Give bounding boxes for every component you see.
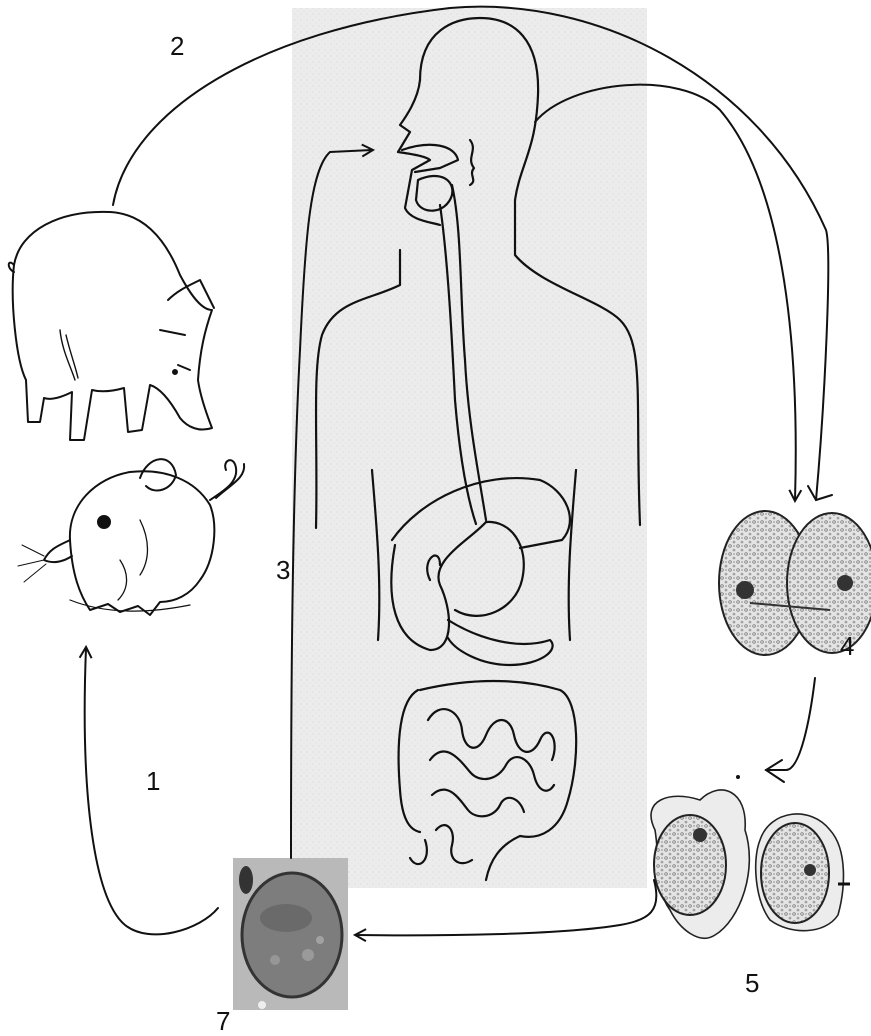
- label-step-5: 5: [745, 970, 759, 996]
- label-step-7: 7: [216, 1008, 230, 1034]
- micrograph-cyst: [242, 873, 342, 997]
- label-step-4: 4: [840, 633, 854, 659]
- label-step-2: 2: [170, 33, 184, 59]
- trophozoite-left: [654, 815, 726, 915]
- pig-illustration: [9, 212, 214, 440]
- cyst-micrograph: [233, 858, 348, 1010]
- trophozoite-drawing: [651, 775, 850, 938]
- arrow-4-to-5: [766, 678, 815, 770]
- label-step-1: 1: [146, 768, 160, 794]
- arrow-2-head: [808, 486, 832, 500]
- trophozoite-right: [761, 823, 829, 923]
- dividing-cell-right: [787, 513, 871, 653]
- rat-illustration: [18, 459, 244, 615]
- arrow-5-to-7: [356, 880, 656, 935]
- human-body-figure: [292, 8, 647, 888]
- label-step-3: 3: [276, 557, 290, 583]
